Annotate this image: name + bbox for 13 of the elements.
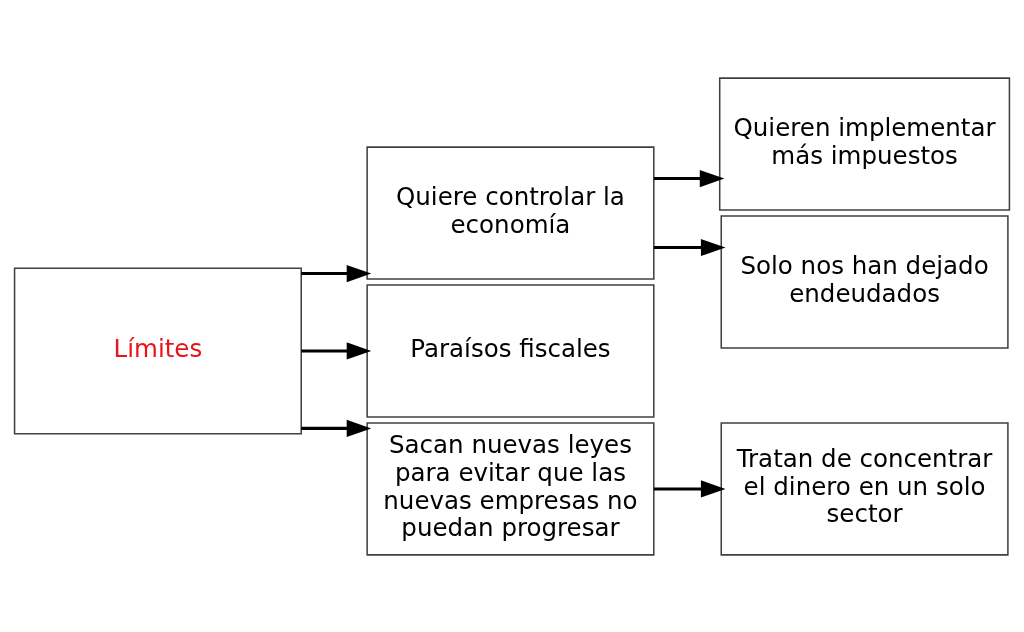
arrow [654, 238, 726, 256]
arrow [301, 341, 372, 360]
node-box: Quieren implementar más impuestos [718, 76, 1011, 211]
node-box: Límites [13, 266, 302, 435]
node-box: Solo nos han dejado endeudados [720, 214, 1009, 349]
node-box: Sacan nuevas leyes para evitar que las nuevas empresas no puedan progresar [366, 421, 655, 556]
node-box: Quiere controlar la economía [366, 145, 655, 280]
arrow [301, 264, 372, 282]
node-box: Tratan de concentrar el dinero en un solo sector [720, 421, 1009, 556]
arrow [654, 169, 725, 187]
arrow [654, 479, 726, 498]
node-box: Paraísos fiscales [366, 283, 655, 418]
arrow [301, 419, 372, 437]
